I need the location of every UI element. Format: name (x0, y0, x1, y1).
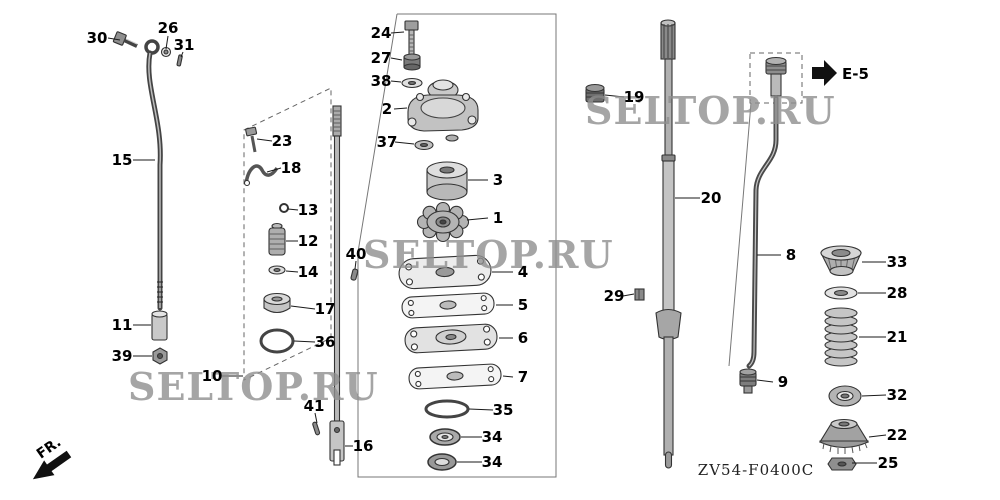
fr-arrow-icon (32, 450, 72, 480)
e5-label: E-5 (842, 65, 869, 83)
part-1-impeller (416, 201, 470, 243)
leader-line-7 (502, 375, 514, 378)
part-3-liner (426, 161, 468, 201)
leader-line-32 (861, 394, 887, 397)
part-20-driveshaft (655, 19, 682, 469)
part-36-oring (259, 328, 295, 354)
leader-line-36 (293, 340, 316, 343)
leader-line-40 (354, 260, 357, 270)
part-16-shift-shaft (329, 105, 345, 466)
part-21-spring (824, 307, 858, 367)
leader-line-23 (256, 138, 273, 142)
diagram-code: ZV54-F0400C (698, 461, 814, 479)
part-32-bearing (828, 385, 862, 407)
part-2-pump-housing (407, 79, 479, 132)
part-7-gasket (408, 363, 502, 390)
part-30-bolt (112, 31, 138, 48)
part-9-grommet (739, 368, 757, 394)
part-29-clip (634, 288, 645, 301)
part-6-plate (404, 323, 498, 354)
fr-indicator: FR. (32, 434, 72, 480)
part-37-washer (414, 134, 459, 151)
leader-line-19 (604, 94, 625, 98)
part-25-nut (827, 457, 857, 471)
e5-arrow-icon (812, 60, 837, 86)
leader-line-9 (756, 379, 774, 383)
part-41-pin (312, 421, 321, 436)
part-24-bolt (404, 20, 419, 56)
part-14-washer (268, 265, 286, 275)
part-e5-grommet (749, 52, 803, 104)
leader-line-38 (390, 80, 402, 83)
leader-line-37 (394, 141, 415, 145)
leader-line-29 (622, 293, 635, 297)
part-33-taper-bearing (820, 245, 862, 277)
part-31-pin (176, 54, 183, 67)
part-23-bolt (245, 126, 258, 153)
part-5-gasket (401, 292, 495, 319)
part-19-grommet (585, 83, 605, 103)
part-40-pin (350, 268, 359, 281)
part-18-bracket (243, 164, 279, 187)
part-28-washer (824, 286, 858, 300)
part-38-washer (401, 77, 423, 89)
leader-line-17 (290, 305, 316, 310)
leader-line-26 (165, 35, 169, 50)
leader-line-14 (285, 270, 299, 273)
leader-line-13 (287, 208, 299, 211)
part-4-plate (398, 254, 492, 290)
leader-line-18 (266, 167, 282, 173)
group-box-left (243, 87, 332, 381)
leader-line-1 (466, 217, 489, 221)
part-12-spring-seat (268, 222, 286, 256)
part-27-grommet (403, 53, 421, 71)
part-15-shift-rod (144, 39, 163, 311)
part-17-cap (263, 292, 291, 314)
part-11-bushing (151, 310, 168, 341)
part-39-nut (152, 347, 168, 365)
part-34-seal-upper (429, 428, 461, 446)
leader-line-30 (107, 37, 121, 41)
part-22-bevel-gear (819, 418, 869, 454)
part-34-seal-lower (427, 453, 457, 471)
leader-line-27 (390, 57, 403, 61)
group-box-center (357, 13, 557, 478)
leader-line-35 (468, 408, 494, 411)
leader-line-31 (180, 51, 184, 58)
part-13-ring (279, 203, 289, 213)
part-35-oring (424, 399, 470, 419)
group-line-e5 (728, 102, 752, 367)
leader-line-24 (390, 31, 405, 34)
leader-line-41 (314, 412, 318, 424)
leader-line-22 (868, 434, 887, 438)
leader-lines-layer (107, 31, 887, 464)
part-8-rod (746, 95, 779, 369)
leader-line-2 (393, 107, 408, 110)
